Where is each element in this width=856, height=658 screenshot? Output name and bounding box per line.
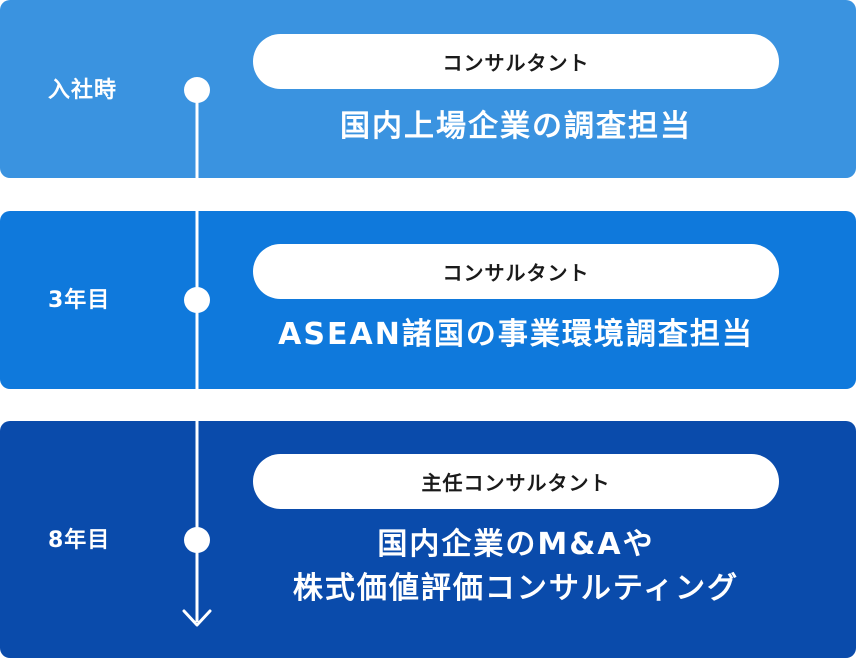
stage-3-title: 主任コンサルタント xyxy=(421,471,611,495)
stage-2-period: 3年目 xyxy=(48,288,111,313)
stage-3-title-pill: 主任コンサルタント xyxy=(253,454,779,509)
stage-2-title: コンサルタント xyxy=(442,261,590,285)
stage-3-description-line-1: 国内企業のM&Aや xyxy=(377,527,655,562)
stage-2-description: ASEAN諸国の事業環境調査担当 xyxy=(225,313,807,357)
stage-3-description-line-2: 株式価値評価コンサルティング xyxy=(292,570,740,606)
stage-1-period: 入社時 xyxy=(48,78,118,103)
stage-3-period: 8年目 xyxy=(48,528,111,553)
stage-3-description: 国内企業のM&Aや 株式価値評価コンサルティング xyxy=(225,523,807,610)
stage-card-1 xyxy=(0,0,856,178)
stage-1-title-pill: コンサルタント xyxy=(253,34,779,89)
stage-2-title-pill: コンサルタント xyxy=(253,244,779,299)
stage-1-description-line-1: 国内上場企業の調査担当 xyxy=(340,109,692,144)
stage-2-description-line-1: ASEAN諸国の事業環境調査担当 xyxy=(278,317,754,352)
stage-card-2 xyxy=(0,211,856,389)
stage-1-description: 国内上場企業の調査担当 xyxy=(225,105,807,149)
stage-1-title: コンサルタント xyxy=(442,51,590,75)
